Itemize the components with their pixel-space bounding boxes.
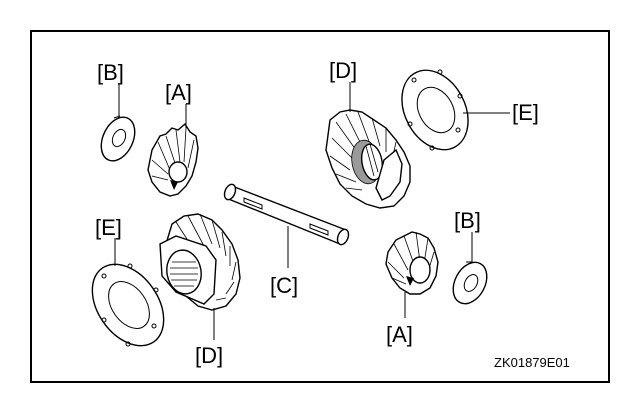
- label-c: [C]: [270, 273, 298, 298]
- thrust-washer-b-top: [100, 115, 136, 162]
- pinion-gear-a-top: [147, 122, 199, 197]
- thrust-washer-e-left: [91, 263, 165, 347]
- label-b-right: [B]: [454, 208, 481, 233]
- label-e-top: [E]: [512, 100, 539, 125]
- label-a-top: [A]: [165, 80, 192, 105]
- pinion-shaft-c: [223, 183, 350, 246]
- side-gear-d-bottom: [159, 213, 241, 311]
- thrust-washer-e-top: [401, 69, 469, 151]
- label-a-bottom: [A]: [386, 322, 413, 347]
- thrust-washer-b-right: [452, 261, 488, 305]
- label-d-top: [D]: [329, 58, 357, 83]
- side-gear-d-top: [325, 109, 411, 209]
- label-b-top: [B]: [97, 60, 124, 85]
- label-d-bottom: [D]: [195, 343, 223, 368]
- pinion-gear-a-bottom: [385, 231, 439, 295]
- label-e-left: [E]: [95, 215, 122, 240]
- figure-code: ZK01879E01: [494, 355, 570, 370]
- diagram-frame: [30, 30, 610, 383]
